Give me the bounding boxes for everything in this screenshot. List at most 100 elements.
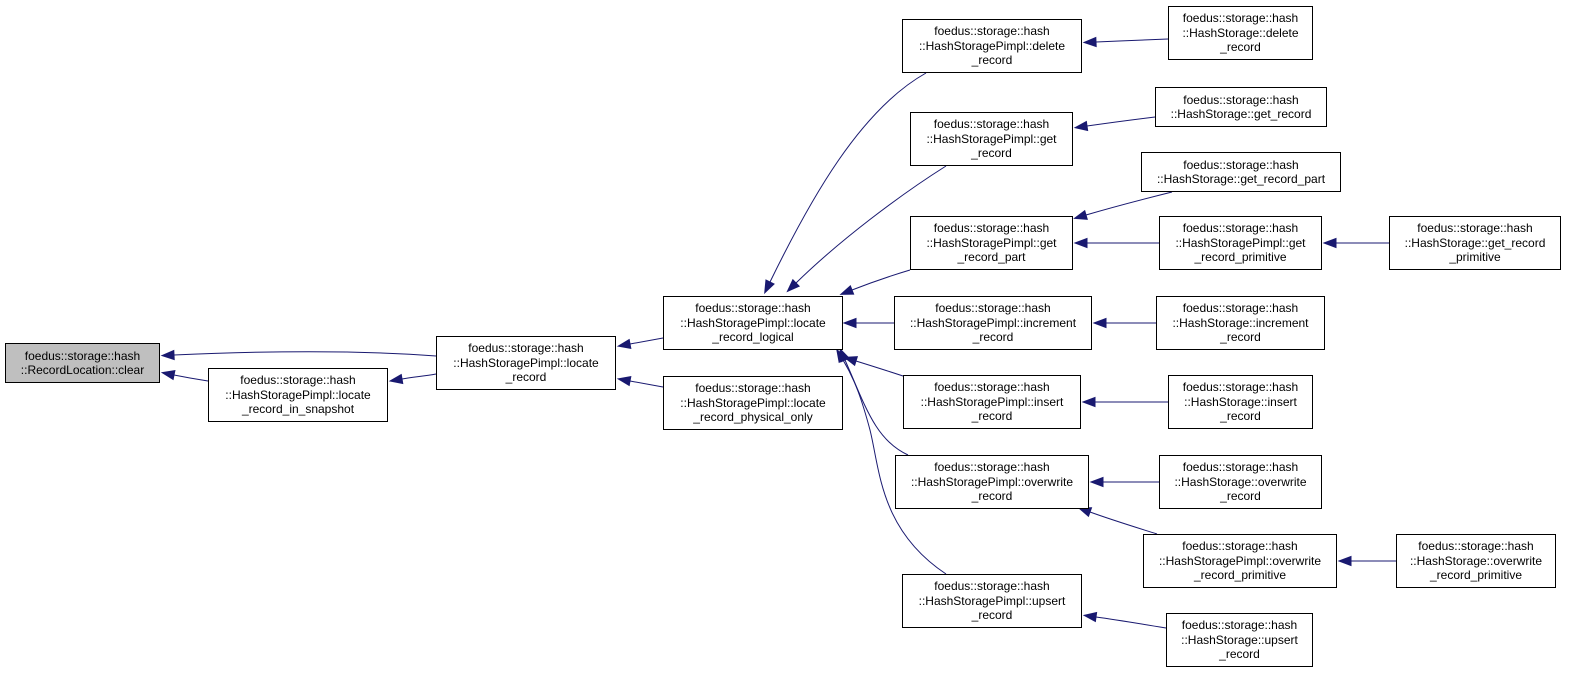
node-clear: foedus::storage::hash::RecordLocation::c… — [5, 343, 160, 383]
node-label-line: foedus::storage::hash — [468, 341, 584, 356]
node-label-line: _record — [1219, 647, 1260, 662]
node-label-line: _record — [971, 489, 1013, 504]
arrowhead-locate_logical — [764, 279, 775, 295]
node-label-line: ::HashStoragePimpl::get — [926, 131, 1057, 146]
node-label-line: _primitive — [1449, 250, 1501, 265]
node-label-line: _record — [1220, 489, 1261, 504]
edge-pimpl_get-to-locate_logical — [795, 165, 947, 284]
edge-hs_get_part-to-pimpl_get_part — [1085, 191, 1173, 216]
node-label-line: _record — [505, 370, 547, 385]
node-hs-get-part[interactable]: foedus::storage::hash::HashStorage::get_… — [1141, 152, 1341, 192]
edge-locate_record-to-locate_in_snapshot — [401, 373, 437, 380]
node-label-line: foedus::storage::hash — [1417, 221, 1533, 236]
node-label-line: _record_primitive — [1429, 568, 1523, 583]
node-label-line: foedus::storage::hash — [695, 301, 811, 316]
edge-pimpl_insert-to-locate_logical — [855, 360, 904, 377]
node-label-line: foedus::storage::hash — [934, 579, 1050, 594]
node-locate-in-snapshot[interactable]: foedus::storage::hash::HashStoragePimpl:… — [208, 368, 388, 422]
node-locate-logical[interactable]: foedus::storage::hash::HashStoragePimpl:… — [663, 296, 843, 350]
node-label-line: foedus::storage::hash — [1182, 380, 1299, 395]
node-pimpl-upsert[interactable]: foedus::storage::hash::HashStoragePimpl:… — [902, 574, 1082, 628]
edge-hs_upsert-to-pimpl_upsert — [1095, 616, 1167, 629]
node-label-line: ::RecordLocation::clear — [20, 363, 145, 377]
node-label-line: ::HashStorage::upsert — [1181, 632, 1298, 647]
edge-pimpl_get_part-to-locate_logical — [851, 269, 911, 291]
arrowhead-pimpl_get_part — [1073, 237, 1088, 249]
node-label-line: foedus::storage::hash — [933, 117, 1050, 132]
node-label-line: ::HashStorage::overwrite — [1409, 553, 1543, 568]
node-label-line: foedus::storage::hash — [935, 301, 1051, 316]
node-pimpl-overwrite[interactable]: foedus::storage::hash::HashStoragePimpl:… — [895, 455, 1089, 509]
arrowhead-locate_logical — [839, 284, 855, 295]
arrowhead-pimpl_get_part — [1073, 209, 1088, 220]
node-pimpl-get[interactable]: foedus::storage::hash::HashStoragePimpl:… — [910, 112, 1073, 166]
node-label-line: ::HashStorage::delete — [1182, 25, 1299, 40]
node-label-line: _record_logical — [712, 330, 794, 345]
arrowhead-clear — [160, 349, 175, 361]
edge-pimpl_upsert-to-locate_logical — [842, 359, 947, 575]
node-label-line: foedus::storage::hash — [933, 221, 1050, 236]
node-hs-insert[interactable]: foedus::storage::hash::HashStorage::inse… — [1168, 375, 1313, 429]
node-hs-overwrite-prim[interactable]: foedus::storage::hash::HashStorage::over… — [1396, 534, 1556, 588]
node-label-line: _record — [1220, 330, 1261, 345]
node-label-line: ::HashStoragePimpl::locate — [225, 387, 371, 402]
arrowhead-pimpl_delete — [1082, 36, 1097, 48]
node-pimpl-get-part[interactable]: foedus::storage::hash::HashStoragePimpl:… — [910, 216, 1073, 270]
node-label-line: foedus::storage::hash — [1182, 460, 1299, 475]
node-pimpl-delete[interactable]: foedus::storage::hash::HashStoragePimpl:… — [902, 19, 1082, 73]
node-locate-record[interactable]: foedus::storage::hash::HashStoragePimpl:… — [436, 336, 616, 390]
node-label-line: _record — [971, 608, 1013, 623]
node-label-line: _record — [971, 53, 1013, 68]
node-label-line: foedus::storage::hash — [240, 373, 356, 388]
node-label-line: ::HashStorage::get_record — [1170, 107, 1312, 121]
edge-locate_record-to-clear — [173, 351, 437, 357]
node-label-line: ::HashStoragePimpl::overwrite — [1158, 553, 1322, 568]
node-label-line: ::HashStoragePimpl::get — [1175, 235, 1306, 250]
node-label-line: _record — [971, 409, 1013, 424]
node-pimpl-insert[interactable]: foedus::storage::hash::HashStoragePimpl:… — [903, 375, 1081, 429]
arrowhead-pimpl_get — [1073, 120, 1089, 132]
node-hs-get[interactable]: foedus::storage::hash::HashStorage::get_… — [1155, 87, 1327, 127]
node-label-line: ::HashStorage::get_record_part — [1156, 172, 1326, 186]
node-label-line: ::HashStorage::get_record — [1404, 235, 1546, 250]
node-hs-upsert[interactable]: foedus::storage::hash::HashStorage::upse… — [1166, 613, 1313, 667]
node-pimpl-overwrite-prim[interactable]: foedus::storage::hash::HashStoragePimpl:… — [1143, 534, 1337, 588]
node-label-line: ::HashStoragePimpl::locate — [453, 355, 599, 370]
node-hs-overwrite[interactable]: foedus::storage::hash::HashStorage::over… — [1159, 455, 1322, 509]
edge-hs_get-to-pimpl_get — [1086, 116, 1156, 127]
node-label-line: foedus::storage::hash — [934, 460, 1050, 475]
node-hs-increment[interactable]: foedus::storage::hash::HashStorage::incr… — [1156, 296, 1325, 350]
arrowhead-clear — [160, 369, 176, 381]
node-label-line: _record — [972, 330, 1014, 345]
node-label-line: foedus::storage::hash — [934, 24, 1050, 39]
node-label-line: ::HashStorage::increment — [1172, 315, 1309, 330]
node-label-line: ::HashStoragePimpl::locate — [680, 395, 826, 410]
node-pimpl-get-prim[interactable]: foedus::storage::hash::HashStoragePimpl:… — [1159, 216, 1322, 270]
node-locate-physical[interactable]: foedus::storage::hash::HashStoragePimpl:… — [663, 376, 843, 430]
arrowhead-pimpl_overwrite_prim — [1337, 555, 1352, 567]
arrowhead-locate_logical — [836, 348, 848, 364]
arrowhead-pimpl_overwrite — [1077, 507, 1093, 518]
arrowhead-pimpl_get_prim — [1322, 237, 1337, 249]
edge-pimpl_delete-to-locate_logical — [769, 72, 927, 283]
arrowhead-pimpl_insert — [1081, 396, 1096, 408]
node-label-line: ::HashStoragePimpl::delete — [918, 38, 1066, 53]
arrowhead-locate_in_snapshot — [388, 373, 404, 385]
node-label-line: _record — [1220, 409, 1261, 424]
node-hs-get-prim[interactable]: foedus::storage::hash::HashStorage::get_… — [1389, 216, 1561, 270]
node-pimpl-increment[interactable]: foedus::storage::hash::HashStoragePimpl:… — [894, 296, 1092, 350]
edge-pimpl_overwrite_prim-to-pimpl_overwrite — [1089, 511, 1158, 535]
node-label-line: _record — [971, 146, 1012, 161]
node-hs-delete[interactable]: foedus::storage::hash::HashStorage::dele… — [1168, 6, 1313, 60]
node-label-line: foedus::storage::hash — [1182, 11, 1299, 26]
edge-locate_logical-to-locate_record — [629, 337, 664, 345]
node-label-line: ::HashStorage::insert — [1184, 394, 1297, 409]
node-label-line: ::HashStorage::overwrite — [1174, 474, 1307, 489]
arrowhead-locate_logical — [842, 317, 857, 329]
edge-hs_delete-to-pimpl_delete — [1095, 38, 1169, 43]
node-label-line: foedus::storage::hash — [1182, 301, 1299, 316]
node-label-line: foedus::storage::hash — [934, 380, 1050, 395]
node-label-line: ::HashStoragePimpl::overwrite — [910, 474, 1074, 489]
